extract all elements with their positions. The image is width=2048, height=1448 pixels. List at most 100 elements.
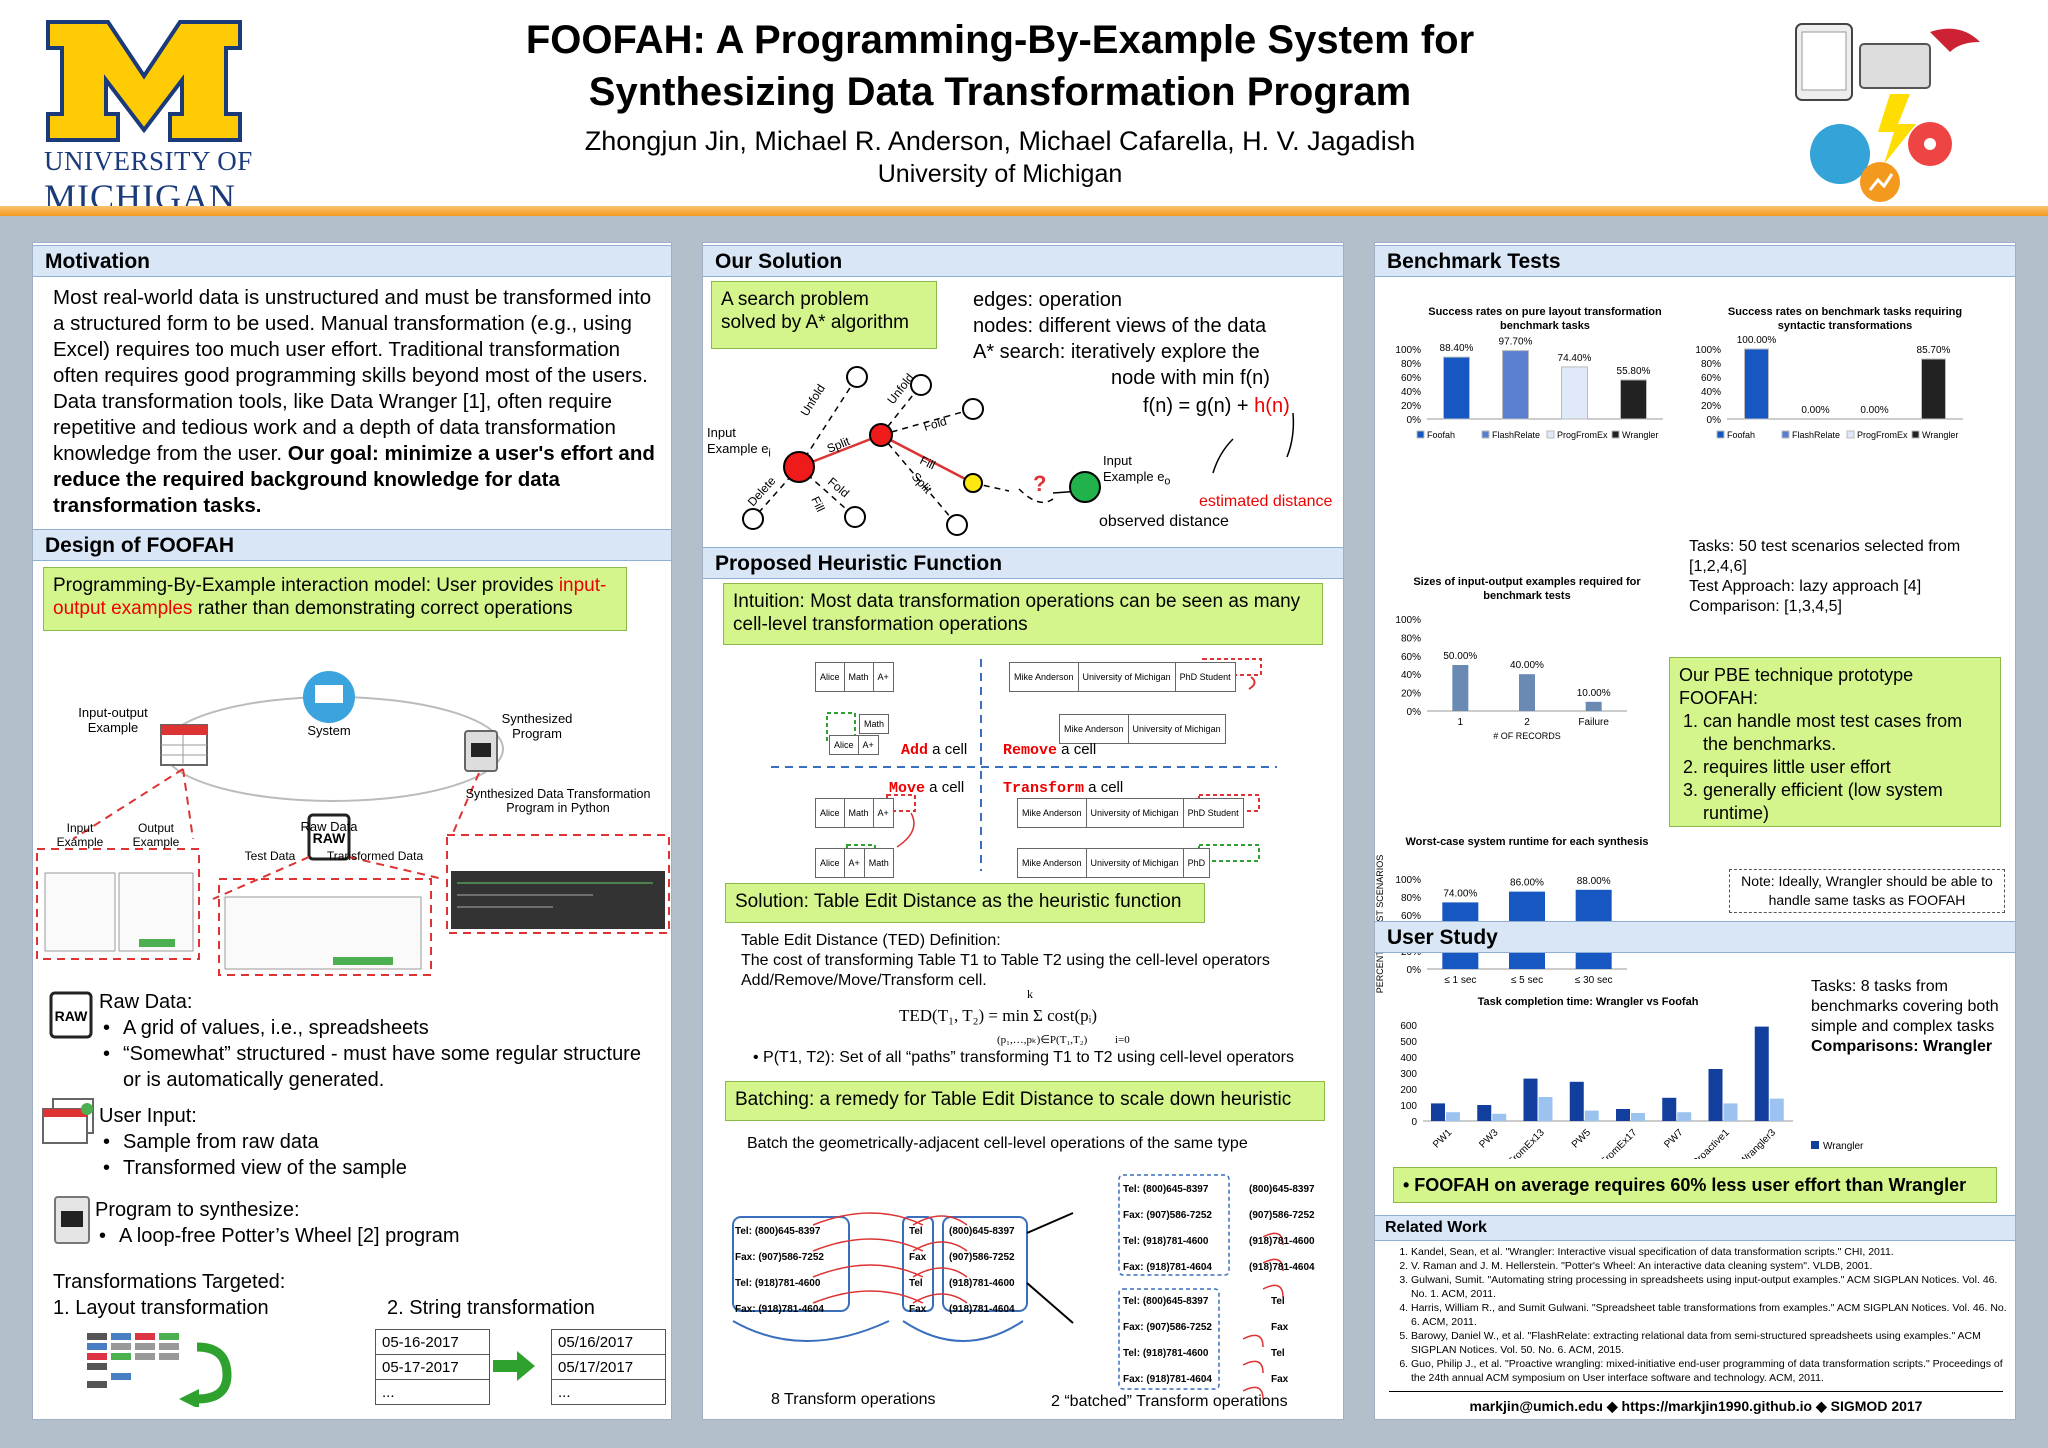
chart5-bar-s2-5 — [1631, 1113, 1645, 1121]
edges-label: edges: operation — [973, 289, 1123, 311]
raw-file-icon-text: RAW — [55, 1008, 88, 1024]
raw-data-head: Raw Data: — [99, 991, 193, 1013]
fig-system-label: System — [307, 723, 351, 738]
chart3-title-line-1: Sizes of input-output examples required … — [1413, 576, 1641, 588]
chart5-ytick-2: 100 — [1400, 1101, 1417, 1112]
chart5-bar-s1-8 — [1754, 1026, 1769, 1121]
astar-label-1: A* search: iteratively explore the — [973, 341, 1260, 363]
chart4-title-line-1: Worst-case system runtime for each synth… — [1405, 836, 1648, 848]
chart1-legend-swatch-4 — [1611, 430, 1620, 439]
batch-a-left-1: Tel: (800)645-8397 — [1123, 1184, 1209, 1195]
tel-mid-2: Fax — [909, 1252, 927, 1263]
chart2-value-label-3: 0.00% — [1860, 405, 1888, 416]
chart4-ytick-5: 80% — [1401, 893, 1421, 904]
poster-header: UNIVERSITY OF MICHIGAN FOOFAH: A Program… — [0, 0, 2048, 217]
tel-right-1: (800)645-8397 — [949, 1226, 1015, 1237]
chart4-value-label-2: 86.00% — [1510, 878, 1544, 889]
chart2-legend-4: Wrangler — [1922, 430, 1958, 440]
cell-mike-4: Mike Anderson — [1017, 848, 1087, 878]
chart5-xtick-5: ProgFromEx17 — [1584, 1127, 1640, 1159]
chart5-legend-swatch-1 — [1811, 1141, 1819, 1149]
ops-2-label: 2 “batched” Transform operations — [1051, 1393, 1288, 1410]
umich-logo: UNIVERSITY OF MICHIGAN — [44, 18, 264, 217]
references-list: Kandel, Sean, et al. "Wrangler: Interact… — [1389, 1245, 2009, 1385]
chart1-legend-3: ProgFromEx — [1557, 430, 1608, 440]
chart1-value-label-2: 97.70% — [1499, 337, 1533, 348]
cell-umich-2: University of Michigan — [1127, 714, 1226, 744]
logo-line1: UNIVERSITY OF — [44, 146, 253, 176]
chart3-xlabel: # OF RECORDS — [1493, 731, 1561, 741]
related-title: Related Work — [1375, 1215, 2015, 1241]
chart5-xtick-4: PW5 — [1570, 1127, 1593, 1150]
program-item-1: A loop-free Potter’s Wheel [2] program — [95, 1223, 655, 1249]
bench-tasks-text: Tasks: 50 test scenarios selected from [… — [1689, 538, 1961, 575]
fn-formula-h: h(n) — [1254, 395, 1290, 417]
tel-mid-3: Tel — [909, 1278, 923, 1289]
chart5-xtick-1: PW1 — [1431, 1127, 1454, 1150]
target-1: 1. Layout transformation — [53, 1297, 269, 1319]
tel-left-3: Tel: (918)781-4600 — [735, 1278, 821, 1289]
chart2-ytick-3: 40% — [1701, 387, 1721, 398]
chart5-bar-s1-4 — [1569, 1081, 1584, 1121]
block-m-logo-icon — [46, 20, 242, 142]
raw-item-2: “Somewhat” structured - must have some r… — [99, 1041, 659, 1093]
user-input-icon — [42, 1098, 94, 1144]
observed-distance-label: observed distance — [1099, 513, 1229, 530]
chart2-ytick-6: 100% — [1695, 345, 1721, 356]
ops-8-label: 8 Transform operations — [771, 1391, 936, 1408]
user-study-tasks: Tasks: 8 tasks from benchmarks covering … — [1811, 977, 2015, 1057]
chart4-ytick-1: 0% — [1407, 965, 1422, 976]
remove-suffix: a cell — [1057, 741, 1097, 758]
motivation-title: Motivation — [33, 245, 671, 277]
chart5-bar-s1-7 — [1708, 1069, 1723, 1121]
batch-a-right-1: (800)645-8397 — [1249, 1184, 1315, 1195]
date-out-2: 05/17/2017 — [551, 1354, 666, 1380]
ted-formula: TED(T₁, T₂) = min Σ cost(pᵢ) — [899, 1006, 1098, 1025]
tel-left-col: Tel: (800)645-8397 Fax: (907)586-7252 Te… — [735, 1219, 865, 1323]
move-word: Move — [889, 780, 926, 797]
chart4-value-label-3: 88.00% — [1577, 876, 1611, 887]
chart5-xtick-8: Wrangler3 — [1738, 1127, 1779, 1159]
user-input-head: User Input: — [99, 1105, 197, 1127]
motivation-text: Most real-world data is unstructured and… — [53, 286, 652, 465]
batch-b-right: Tel Fax Tel Fax — [1271, 1289, 1311, 1393]
program-head: Program to synthesize: — [95, 1199, 300, 1221]
chart1-ytick-6: 100% — [1395, 345, 1421, 356]
chart5-bar-s1-2 — [1477, 1105, 1492, 1121]
batch-a-right-3: (918)781-4600 — [1249, 1236, 1315, 1247]
ted-paths: • P(T1, T2): Set of all “paths” transfor… — [753, 1049, 1294, 1066]
chart3-ytick-3: 40% — [1401, 670, 1421, 681]
chart1-value-label-1: 88.40% — [1440, 343, 1474, 354]
chart5-xtick-3: ProgFromEx13 — [1491, 1127, 1547, 1159]
estimated-distance-label: estimated distance — [1199, 493, 1333, 510]
chart3-bar-1 — [1452, 665, 1469, 711]
fig-test-label: Test Data — [244, 849, 296, 863]
pbe-diagram: RAW — [36, 671, 670, 976]
fig-raw-label: Raw Data — [300, 819, 358, 834]
batch-b-right-4: Fax — [1271, 1374, 1289, 1385]
chart2-legend-swatch-1 — [1716, 430, 1725, 439]
tel-right-col: (800)645-8397 (907)586-7252 (918)781-460… — [949, 1219, 1039, 1323]
chart5-bar-s2-4 — [1584, 1110, 1599, 1121]
chart1-ytick-3: 40% — [1401, 387, 1421, 398]
tel-mid-1: Tel — [909, 1226, 923, 1237]
chart1-bar-3 — [1561, 366, 1588, 420]
chart2-value-label-1: 100.00% — [1737, 335, 1777, 346]
cell-grade-3: A+ — [872, 798, 894, 828]
cell-alice: Alice — [815, 662, 845, 692]
batch-b-right-2: Fax — [1271, 1322, 1289, 1333]
ref-6: Guo, Philip J., et al. "Proactive wrangl… — [1411, 1357, 2009, 1385]
authors: Zhongjun Jin, Michael R. Anderson, Micha… — [584, 126, 1416, 156]
cell-phd-student-3: PhD Student — [1182, 798, 1244, 828]
batch-b-left-3: Tel: (918)781-4600 — [1123, 1348, 1209, 1359]
chart2-ytick-1: 0% — [1707, 415, 1722, 426]
chart4-value-label-1: 74.00% — [1443, 888, 1477, 899]
chart5-xtick-6: PW7 — [1662, 1127, 1685, 1150]
chart2-legend-swatch-2 — [1781, 430, 1790, 439]
fn-formula-a: f(n) = g(n) + — [1143, 395, 1255, 417]
chart3-title-line-2: benchmark tests — [1483, 590, 1570, 602]
design-title-text: Design of FOOFAH — [45, 534, 234, 557]
